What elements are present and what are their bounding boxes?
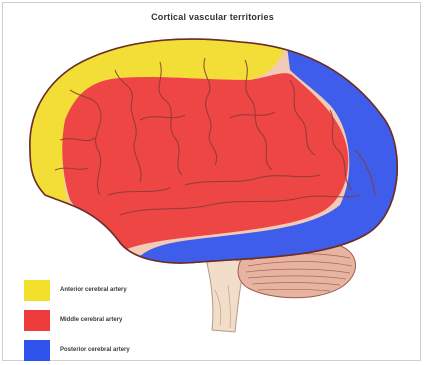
legend-label-anterior: Anterior cerebral artery [60, 287, 127, 293]
legend-label-middle: Middle cerebral artery [60, 317, 122, 323]
legend-item-middle: Middle cerebral artery [24, 309, 122, 331]
legend-swatch-middle [24, 310, 50, 331]
legend-label-posterior: Posterior cerebral artery [60, 347, 130, 353]
legend-item-anterior: Anterior cerebral artery [24, 279, 127, 301]
legend-swatch-posterior [24, 340, 50, 361]
legend-swatch-anterior [24, 280, 50, 301]
legend-item-posterior: Posterior cerebral artery [24, 339, 130, 361]
